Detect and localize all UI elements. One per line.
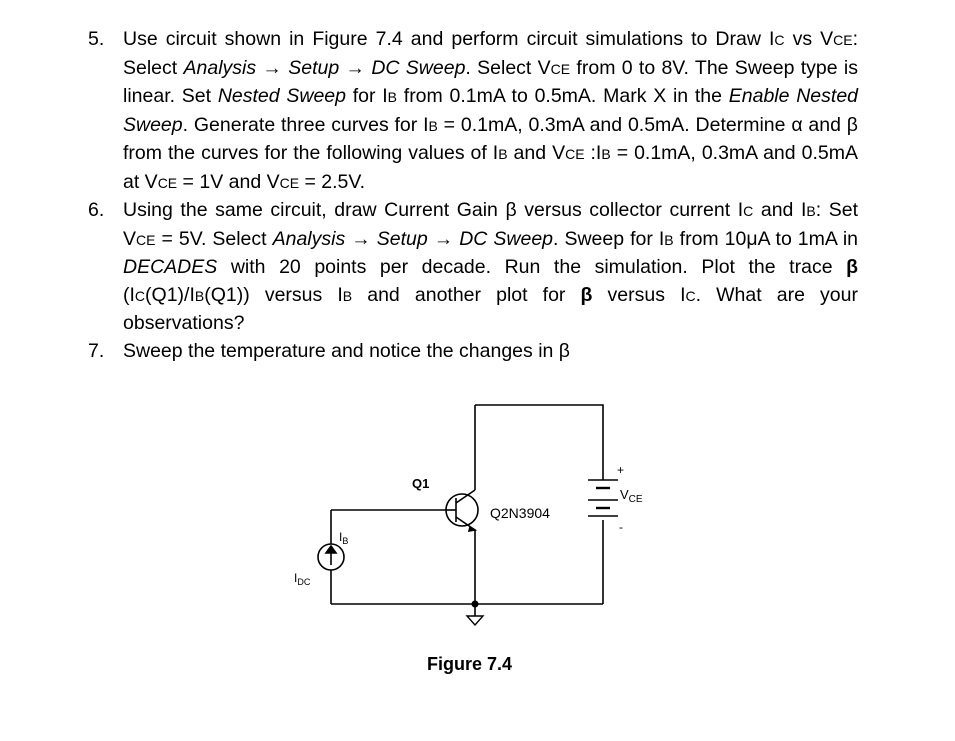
text-run: = 0.1mA, 0.3mA and 0.5mA at V xyxy=(123,142,858,193)
text-run: CE xyxy=(279,174,300,191)
item-number: 5. xyxy=(88,28,105,50)
circuit-wires xyxy=(330,404,604,616)
item-number: 6. xyxy=(88,199,105,221)
text-run: = 2.5V. xyxy=(299,170,366,193)
plus-sign: + xyxy=(617,463,624,477)
text-run: CE xyxy=(136,231,156,248)
text-run: . Select V xyxy=(465,56,551,79)
text-run: β xyxy=(580,283,593,306)
item-text: Sweep the temperature and notice the cha… xyxy=(123,338,858,366)
question-item: 6. Using the same circuit, draw Current … xyxy=(88,197,858,338)
text-run: with 20 points per decade. Run the simul… xyxy=(217,256,847,278)
figure-caption: Figure 7.4 xyxy=(427,654,512,674)
question-item: 7. Sweep the temperature and notice the … xyxy=(88,338,858,366)
text-run: Using the same circuit, draw Current Gai… xyxy=(123,199,744,221)
text-run: (Q1)/I xyxy=(145,283,195,306)
text-run: C xyxy=(685,287,696,304)
item-text: Using the same circuit, draw Current Gai… xyxy=(123,197,858,338)
text-run: Enable Nested Sweep xyxy=(123,85,859,136)
text-run: C xyxy=(743,203,754,219)
text-run: : Select xyxy=(123,28,858,79)
text-run: (Q1)) versus I xyxy=(204,283,343,306)
text-run: B xyxy=(664,231,674,248)
item-text: Use circuit shown in Figure 7.4 and perf… xyxy=(123,26,858,197)
text-run: Analysis → Setup → DC Sweep xyxy=(183,56,466,79)
text-run: = 0.1mA, 0.3mA and 0.5mA. Determine α an… xyxy=(123,113,858,165)
text-run: β xyxy=(846,256,858,278)
junction-dot xyxy=(471,600,479,608)
transistor-model-label: Q2N3904 xyxy=(490,505,550,521)
text-run: C xyxy=(134,287,146,304)
question-item: 5. Use circuit shown in Figure 7.4 and p… xyxy=(88,26,858,197)
text-run: . Sweep for I xyxy=(553,227,665,250)
text-run: versus I xyxy=(592,283,686,306)
text-run: from 0.1mA to 0.5mA. Mark X in the xyxy=(397,85,729,107)
minus-sign: - xyxy=(619,520,623,534)
circuit-figure: Q1 Q2N3904 IDC IB VCE + - Figure 7.4 xyxy=(294,404,643,674)
text-run: Use circuit shown in Figure 7.4 and perf… xyxy=(123,28,775,50)
item-number: 7. xyxy=(88,339,105,362)
transistor-symbol xyxy=(445,489,479,532)
text-run: B xyxy=(387,89,398,105)
ground-icon xyxy=(465,615,485,627)
text-run: . What are your observations? xyxy=(123,283,858,335)
text-run: = 1V and V xyxy=(177,170,280,193)
text-run: B xyxy=(498,146,508,162)
text-run: Nested Sweep xyxy=(217,85,346,107)
text-run: C xyxy=(774,32,785,48)
text-run: . Generate three curves for I xyxy=(182,113,429,136)
text-run: and V xyxy=(507,142,566,164)
text-run: CE xyxy=(833,32,853,48)
text-run: from 10μA to 1mA in xyxy=(673,227,859,250)
text-run: = 5V. Select xyxy=(155,227,273,250)
text-run: B xyxy=(342,287,353,304)
battery-symbol xyxy=(588,479,618,517)
text-run: Sweep the temperature and notice the cha… xyxy=(123,339,571,362)
text-run: (I xyxy=(123,283,135,306)
base-current-label: IB xyxy=(339,530,348,546)
text-run: B xyxy=(194,287,205,304)
vsource-label: VCE xyxy=(620,487,643,505)
text-run: :I xyxy=(584,142,602,164)
text-run: CE xyxy=(157,174,178,191)
text-run: : Set V xyxy=(123,199,858,250)
text-run: vs V xyxy=(784,28,834,50)
text-run: B xyxy=(601,146,611,162)
text-run: from 0 to 8V. The Sweep type is linear. … xyxy=(123,56,858,108)
text-run: and another plot for xyxy=(352,283,581,306)
text-run: CE xyxy=(550,60,571,77)
current-source-symbol xyxy=(317,543,345,571)
text-run: for I xyxy=(345,85,388,107)
text-run: DECADES xyxy=(123,256,218,278)
text-run: Analysis → Setup → DC Sweep xyxy=(272,227,554,250)
transistor-ref-label: Q1 xyxy=(412,476,429,491)
text-run: B xyxy=(806,203,816,219)
text-run: and I xyxy=(753,199,807,221)
source-label: IDC xyxy=(294,571,311,587)
question-list: 5. Use circuit shown in Figure 7.4 and p… xyxy=(0,26,955,365)
text-run: B xyxy=(428,117,438,134)
text-run: CE xyxy=(565,146,585,162)
